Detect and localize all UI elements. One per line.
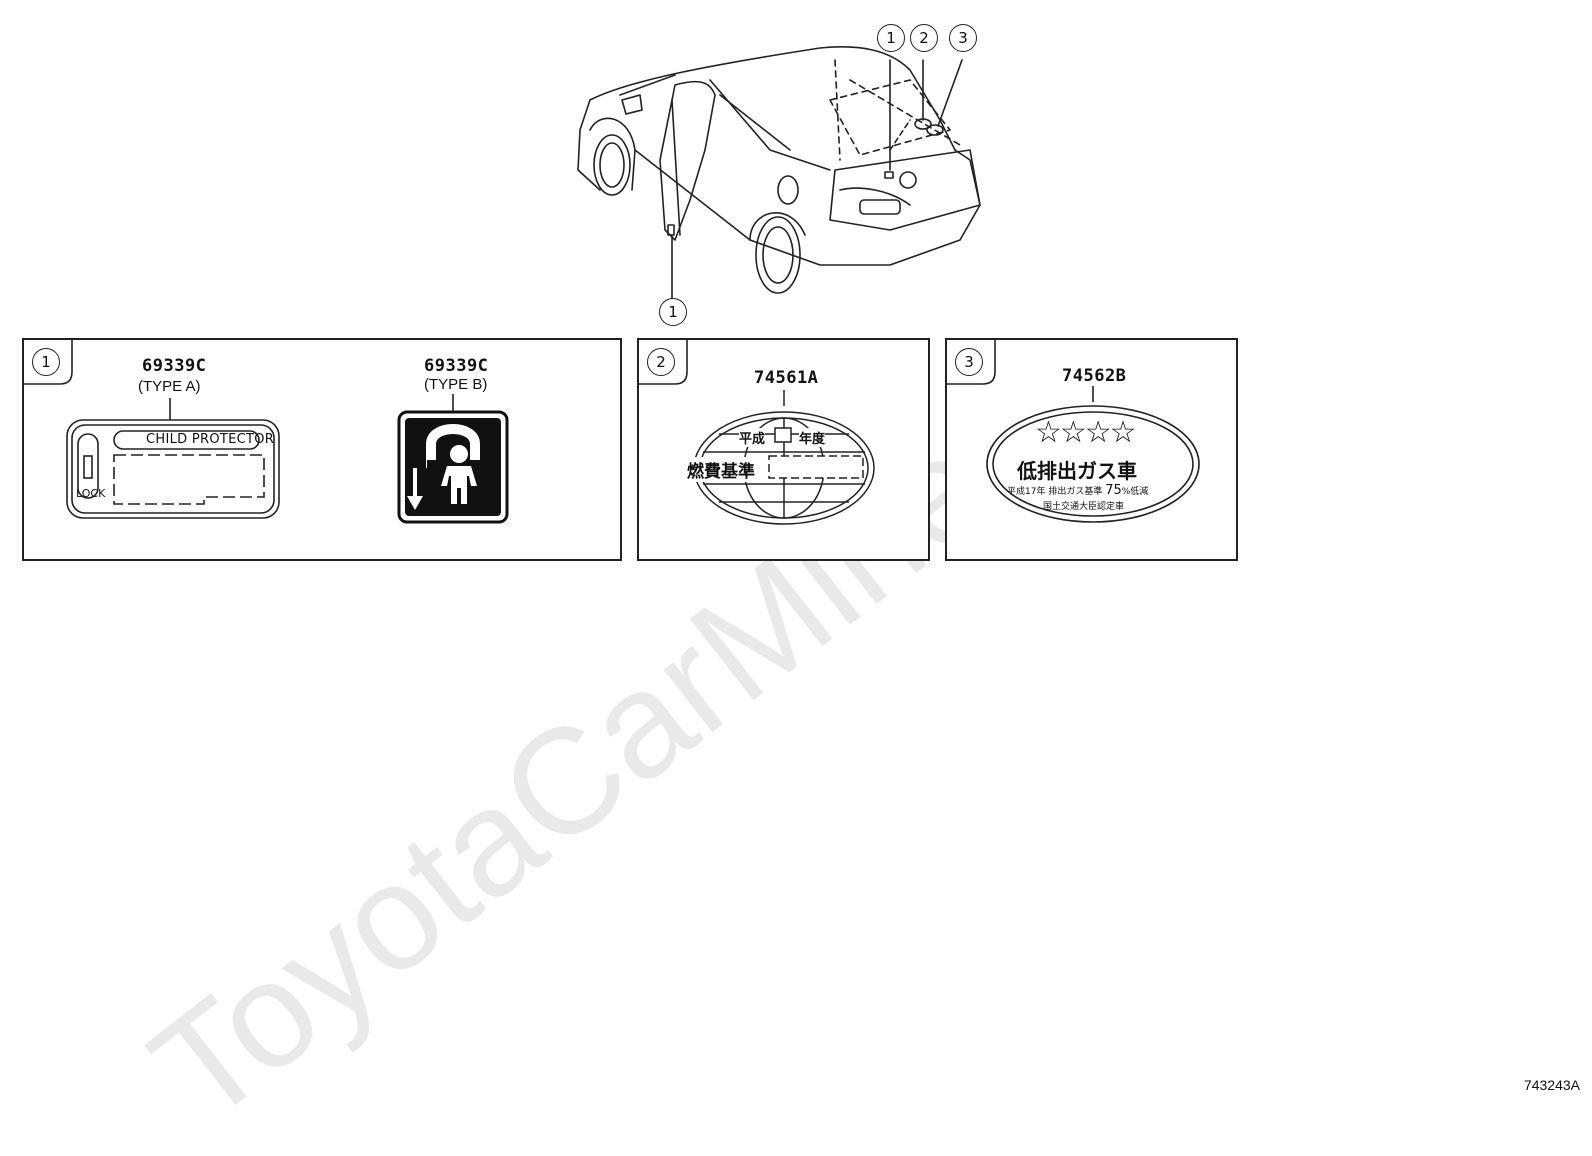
panel-3-part-number: 74562B [1062, 366, 1127, 386]
panel-2-badge: 2 [647, 348, 675, 376]
car-illustration [577, 46, 981, 299]
panel-3-badge-frame [945, 338, 996, 385]
panel-child-protector-labels: 1 69339C (TYPE A) CHILD PROTECTOR LOCK 6… [22, 338, 622, 561]
child-lock-pictogram-type-b [397, 394, 509, 524]
type-a-part-number: 69339C [142, 356, 207, 376]
panel-3-badge: 3 [955, 348, 983, 376]
callout-1-door: 1 [659, 298, 687, 326]
emission-standard-line: 平成17年 排出ガス基準 75%低減 [1007, 483, 1148, 498]
panel-fuel-economy-label: 2 74561A 平成 年度 燃費基準 [637, 338, 930, 561]
panel-1-badge: 1 [32, 348, 60, 376]
panel-2-badge-frame [637, 338, 688, 385]
callout-2-rear: 2 [910, 24, 938, 52]
emission-standard-text: 平成17年 排出ガス基準 [1007, 487, 1103, 497]
lock-text: LOCK [76, 487, 106, 500]
child-protector-banner-text: CHILD PROTECTOR [146, 432, 275, 447]
emission-stars-icon: ☆☆☆☆ [1035, 415, 1137, 450]
callout-1-rear: 1 [877, 24, 905, 52]
type-a-label: (TYPE A) [138, 378, 201, 395]
type-b-label: (TYPE B) [424, 376, 488, 393]
low-emission-title: 低排出ガス車 [1017, 459, 1137, 483]
low-emission-oval-sticker [986, 386, 1200, 523]
mlit-certification-text: 国土交通大臣認定車 [1043, 502, 1125, 512]
fy-heisei-text: 平成 [739, 428, 766, 447]
fy-nendo-text: 年度 [799, 428, 826, 447]
panel-low-emission-label: 3 74562B ☆☆☆☆ 低排出ガス車 平成17年 排出ガス基準 75%低減 … [945, 338, 1238, 561]
callout-3-rear: 3 [949, 24, 977, 52]
figure-id: 743243A [1523, 1077, 1580, 1093]
type-b-part-number: 69339C [424, 356, 489, 376]
panel-2-part-number: 74561A [754, 368, 819, 388]
panel-1-badge-frame [22, 338, 73, 385]
child-protector-label-type-a [66, 398, 280, 519]
emission-reduction-suffix: %低減 [1121, 487, 1149, 497]
fuel-standard-text: 燃費基準 [687, 457, 755, 482]
emission-reduction-number: 75 [1105, 483, 1122, 498]
